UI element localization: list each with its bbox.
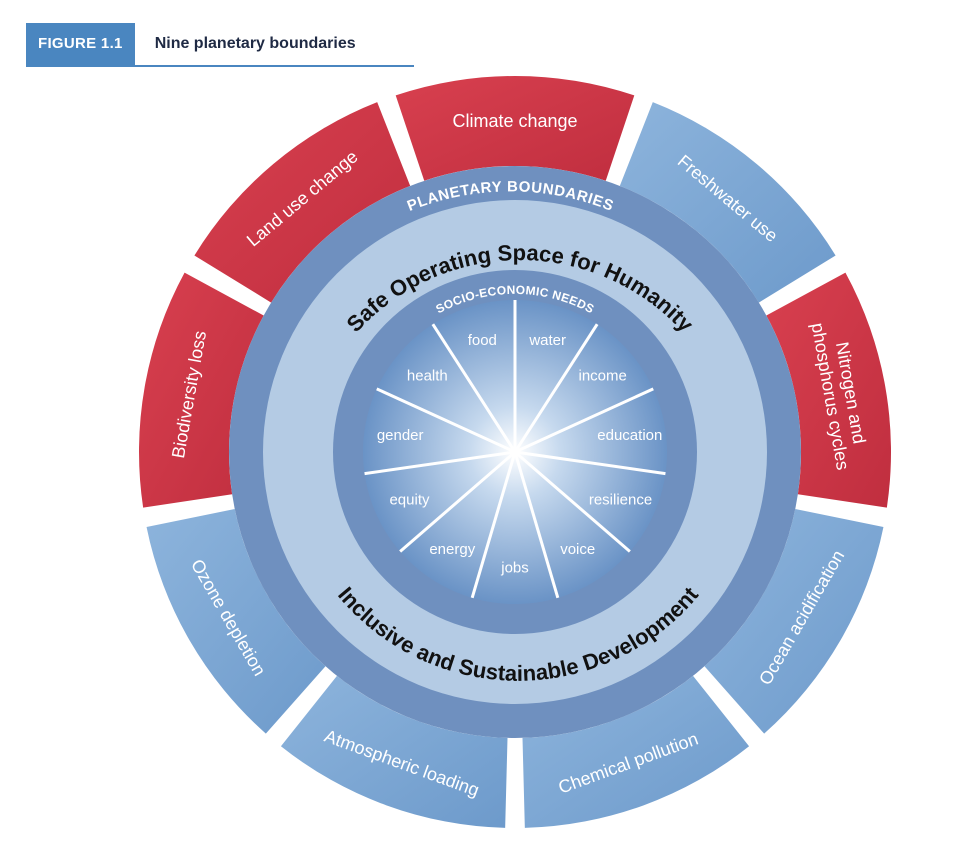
need-gender: gender — [377, 427, 424, 444]
figure-tag: FIGURE 1.1 — [26, 23, 135, 65]
needs-spoke — [399, 450, 516, 553]
need-jobs: jobs — [500, 560, 529, 577]
needs-spoke — [513, 451, 560, 599]
boundary-segment-climate-change — [395, 76, 635, 181]
boundary-segment-ocean-acidification — [704, 509, 884, 734]
needs-spoke — [513, 323, 599, 453]
need-health: health — [407, 368, 448, 385]
need-equity: equity — [389, 492, 430, 509]
need-food: food — [468, 332, 497, 349]
need-resilience: resilience — [589, 492, 652, 509]
need-income: income — [578, 368, 626, 385]
needs-labels: water income education resilience voice jobs e… — [377, 332, 663, 576]
figure-title: Nine planetary boundaries — [154, 35, 356, 52]
boundary-label-climate-change: Climate change — [452, 111, 577, 131]
boundary-segment-ozone-depletion — [146, 509, 326, 734]
needs-spoke — [376, 387, 516, 454]
need-energy: energy — [429, 541, 475, 558]
boundary-segment-biodiversity-loss — [139, 272, 264, 508]
need-voice: voice — [560, 541, 595, 558]
needs-spokes — [364, 300, 666, 599]
boundary-segment-freshwater-use — [619, 102, 836, 303]
boundary-segment-land-use-change — [194, 102, 411, 303]
boundary-segment-nitrogen-and-phosphorus-cycles — [766, 272, 891, 508]
needs-spoke — [514, 450, 631, 553]
figure-title-rule — [26, 65, 414, 67]
needs-spoke — [364, 450, 516, 476]
needs-spoke — [470, 451, 517, 599]
need-education: education — [597, 427, 662, 444]
needs-spoke — [431, 323, 517, 453]
needs-spoke — [514, 387, 654, 454]
boundary-segment-chemical-pollution — [522, 675, 750, 828]
need-water: water — [528, 332, 566, 349]
needs-spoke — [514, 450, 666, 476]
boundary-segment-atmospheric-loading — [280, 675, 508, 828]
figure-header: FIGURE 1.1 Nine planetary boundaries — [26, 23, 431, 65]
